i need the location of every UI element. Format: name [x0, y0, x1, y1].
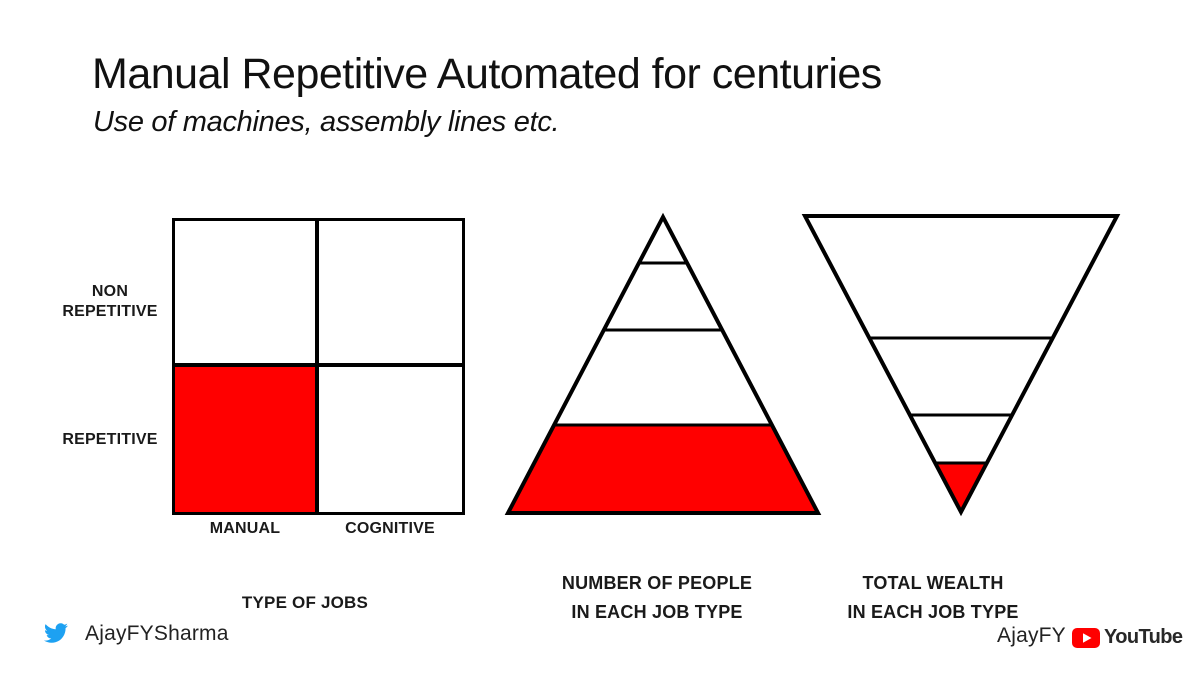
- twitter-icon: [44, 623, 68, 643]
- pyramid-caption-line1: NUMBER OF PEOPLE: [561, 573, 753, 593]
- slide-subtitle: Use of machines, assembly lines etc.: [93, 106, 560, 138]
- matrix-column-label-manual: MANUAL: [209, 520, 281, 537]
- pyramid-red-bottom-section: [508, 425, 818, 513]
- pyramid-outline: [504, 212, 822, 515]
- inverted-pyramid-caption-line1: TOTAL WEALTH: [862, 573, 1004, 593]
- matrix-row-label-repetitive: REPETITIVE: [62, 431, 158, 448]
- job-type-matrix: [172, 218, 465, 515]
- youtube-play-icon: [1072, 628, 1100, 648]
- pyramid-caption: NUMBER OF PEOPLE IN EACH JOB TYPE: [537, 569, 777, 627]
- inverted-pyramid-caption: TOTAL WEALTH IN EACH JOB TYPE: [813, 569, 1053, 627]
- matrix-row-label-non-repetitive: NON REPETITIVE: [62, 283, 158, 320]
- matrix-caption: TYPE OF JOBS: [241, 593, 369, 612]
- matrix-cell-nonrepetitive-manual: [175, 221, 319, 367]
- matrix-column-label-cognitive: COGNITIVE: [345, 520, 435, 537]
- youtube-play-triangle: [1083, 633, 1092, 643]
- pyramid-caption-line2: IN EACH JOB TYPE: [571, 602, 743, 622]
- matrix-cell-nonrepetitive-cognitive: [318, 221, 462, 367]
- inverted-pyramid-red-tip-section: [935, 463, 987, 510]
- inverted-pyramid-outline: [801, 214, 1121, 517]
- youtube-channel-handle: AjayFY: [997, 624, 1066, 647]
- twitter-bird-glyph: [44, 623, 68, 643]
- inverted-pyramid-caption-line2: IN EACH JOB TYPE: [847, 602, 1019, 622]
- slide-title: Manual Repetitive Automated for centurie…: [92, 50, 882, 98]
- twitter-handle: AjayFYSharma: [85, 622, 229, 645]
- matrix-cell-repetitive-manual-highlighted: [175, 366, 319, 512]
- matrix-cell-repetitive-cognitive: [318, 366, 462, 512]
- youtube-wordmark: YouTube: [1104, 626, 1183, 648]
